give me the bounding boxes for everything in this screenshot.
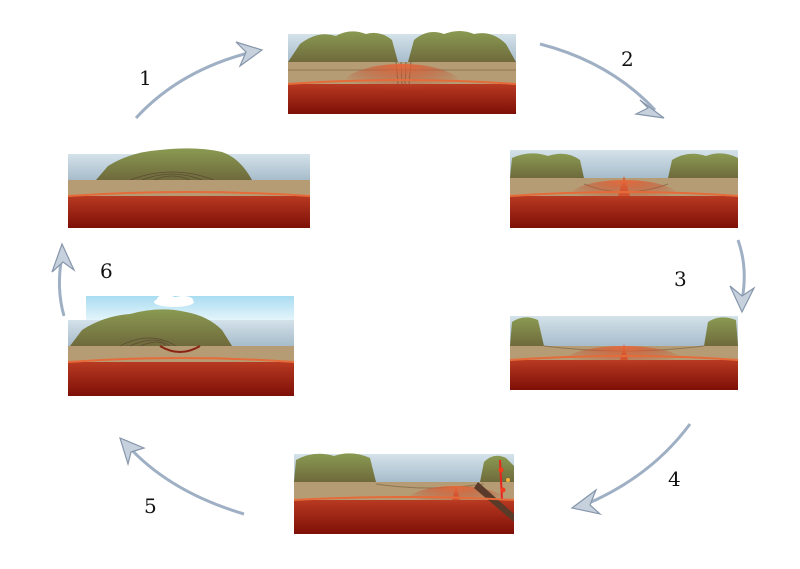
arrow-5: [119, 436, 245, 516]
arrow-4: [570, 423, 692, 516]
arrow-1: [134, 41, 264, 120]
step-label-4: 4: [668, 467, 681, 491]
cycle-arrows: [51, 41, 756, 516]
step-labels: 1 2 3 4 5 6: [100, 47, 687, 518]
block-5-ocean-closing: [67, 295, 295, 396]
step-label-2: 2: [621, 47, 634, 71]
step-label-3: 3: [674, 267, 687, 291]
block-2-rift: [509, 150, 739, 228]
step-label-1: 1: [139, 66, 152, 90]
block-3-ocean-basin: [509, 316, 739, 390]
arrow-6: [51, 242, 76, 317]
step-label-5: 5: [144, 494, 157, 518]
block-6-collision: [67, 148, 311, 228]
arrow-3: [729, 239, 756, 314]
step-label-6: 6: [100, 259, 113, 283]
arrow-2: [539, 42, 665, 119]
block-1-supercontinent: [287, 31, 517, 114]
block-4-subduction: [293, 453, 515, 534]
